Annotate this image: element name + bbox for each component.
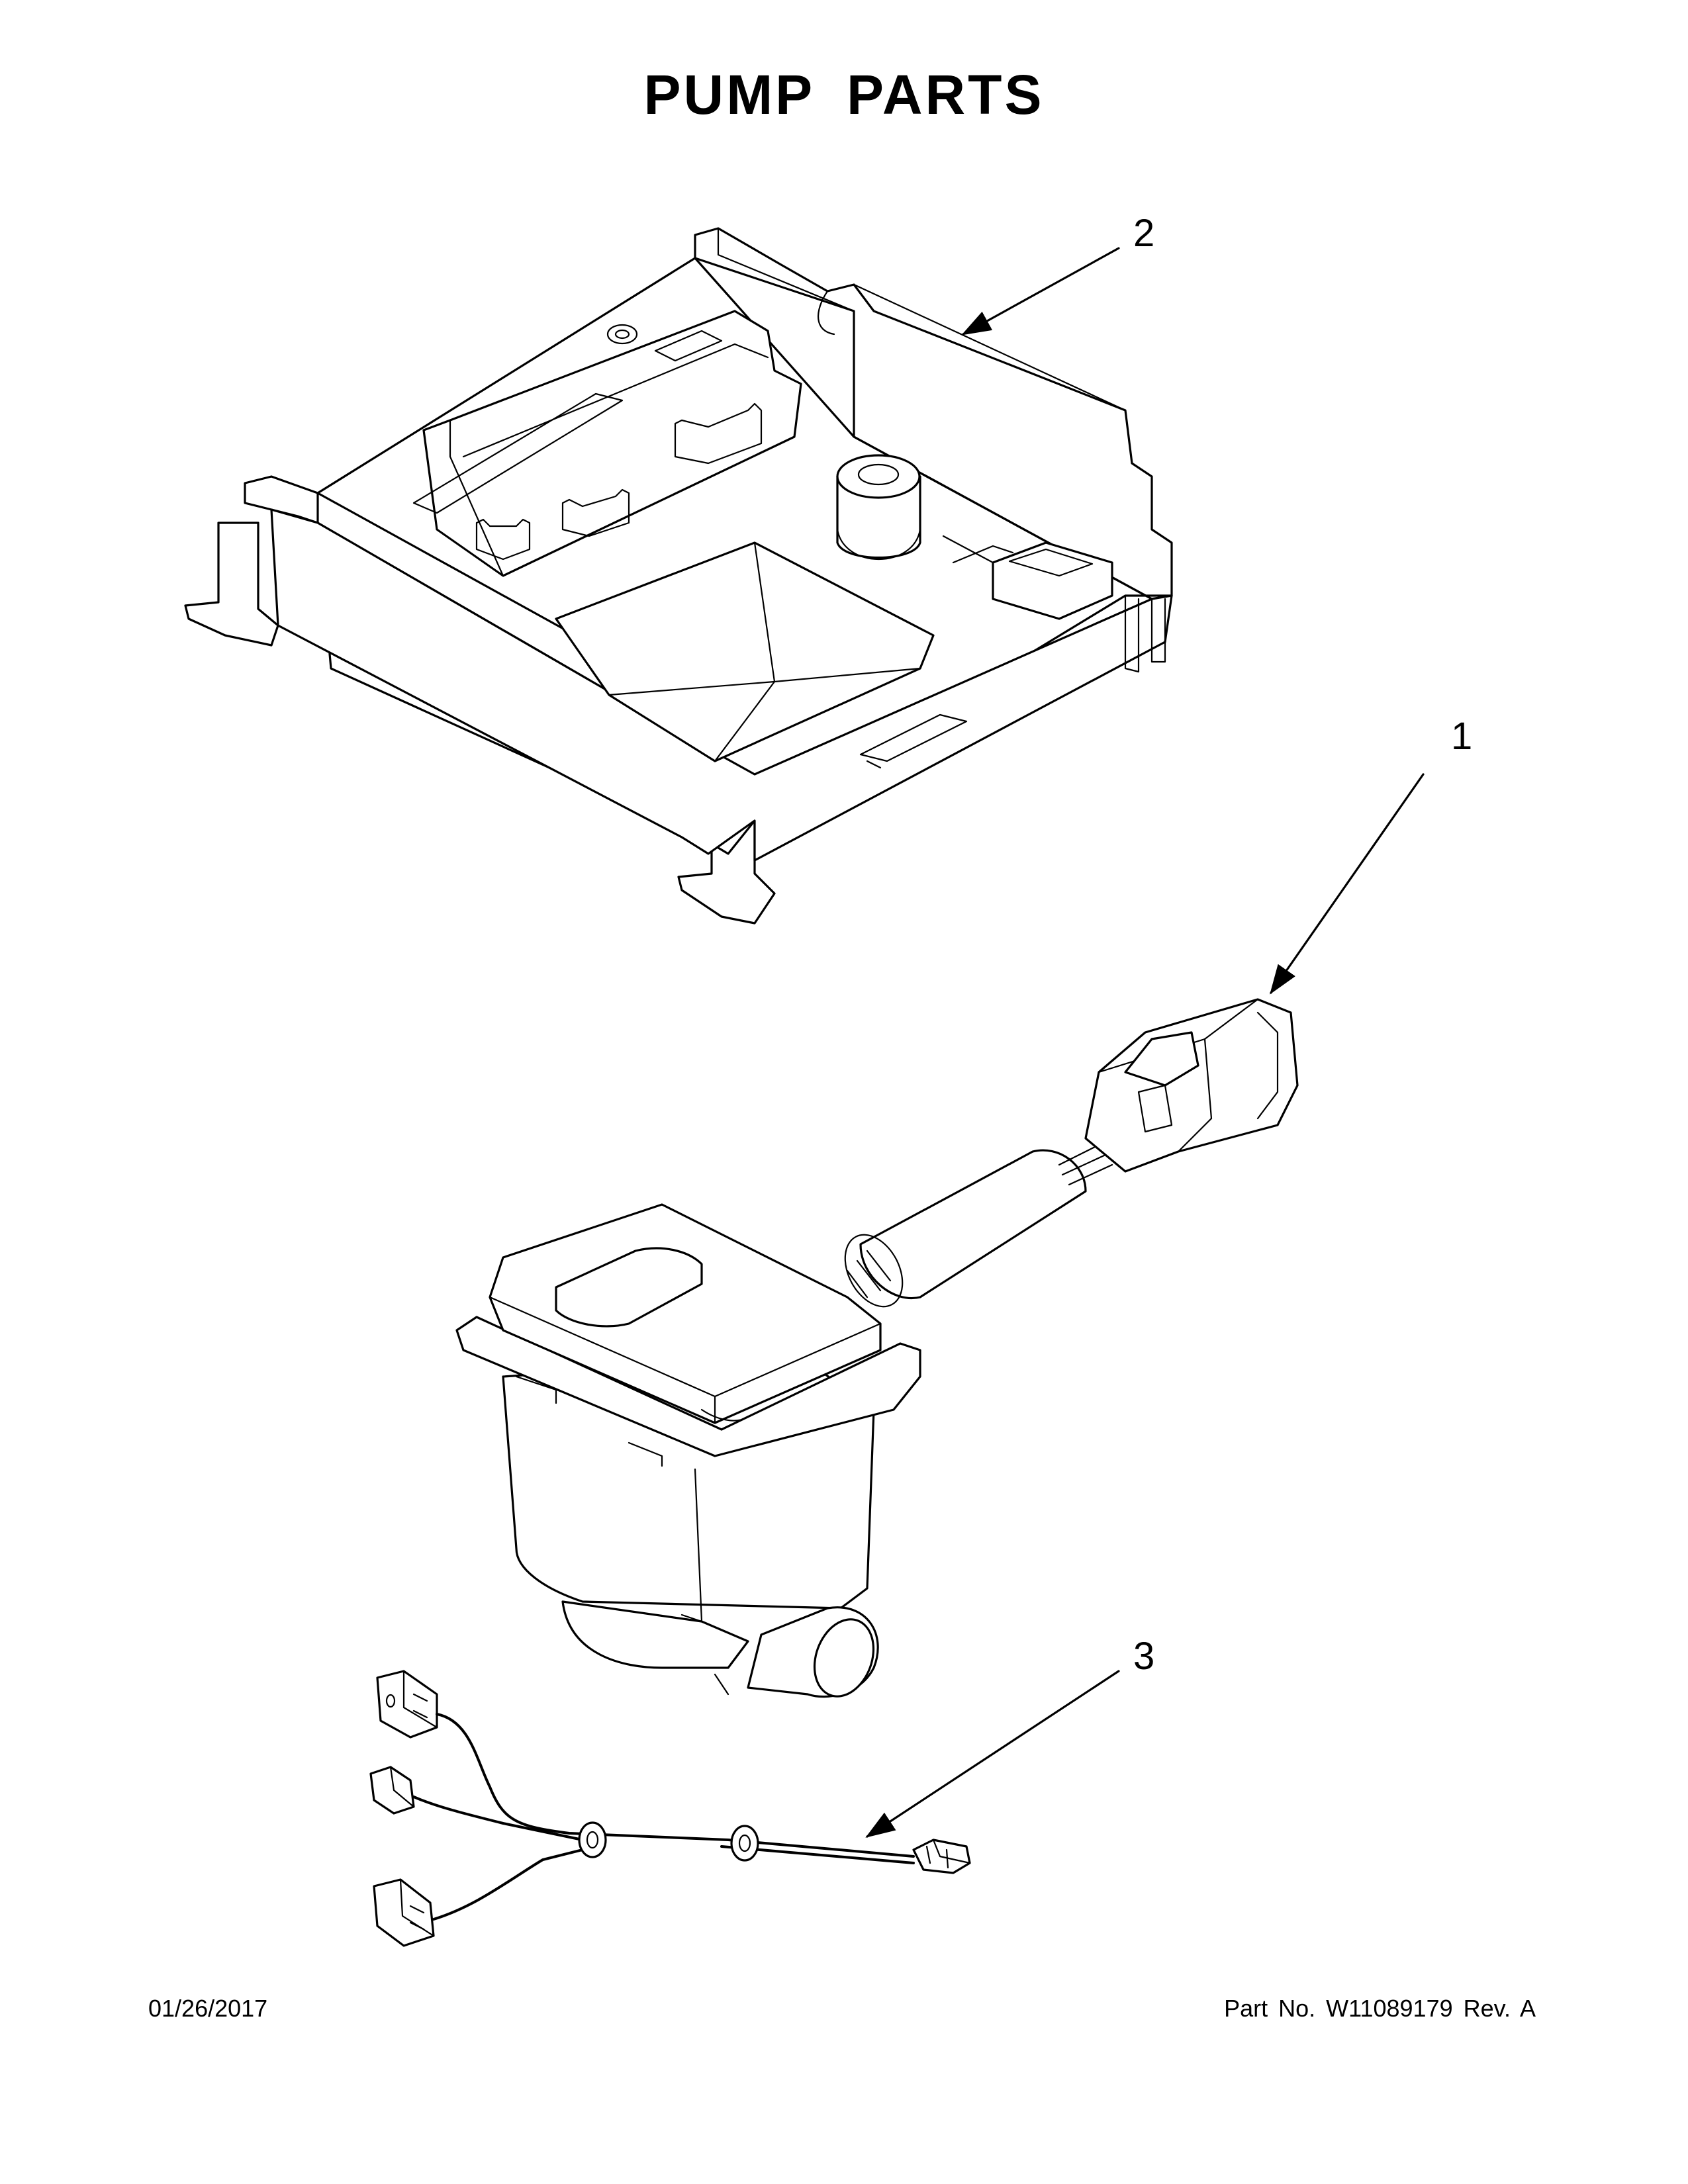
callout-number: 3 xyxy=(1133,1635,1154,1678)
callout-1: 1 xyxy=(1270,715,1472,995)
wire-harness xyxy=(369,1670,971,1947)
callout-3: 3 xyxy=(865,1635,1154,1838)
callout-number: 2 xyxy=(1133,212,1154,255)
pump-assembly xyxy=(455,998,1299,1698)
page-title: PUMP PARTS xyxy=(643,64,1045,126)
callout-2: 2 xyxy=(961,212,1154,336)
footer-date: 01/26/2017 xyxy=(148,1995,268,2022)
pump-housing-tray xyxy=(184,227,1173,925)
callout-number: 1 xyxy=(1451,715,1472,758)
footer-part-number: Part No. W11089179 Rev. A xyxy=(1224,1995,1536,2022)
